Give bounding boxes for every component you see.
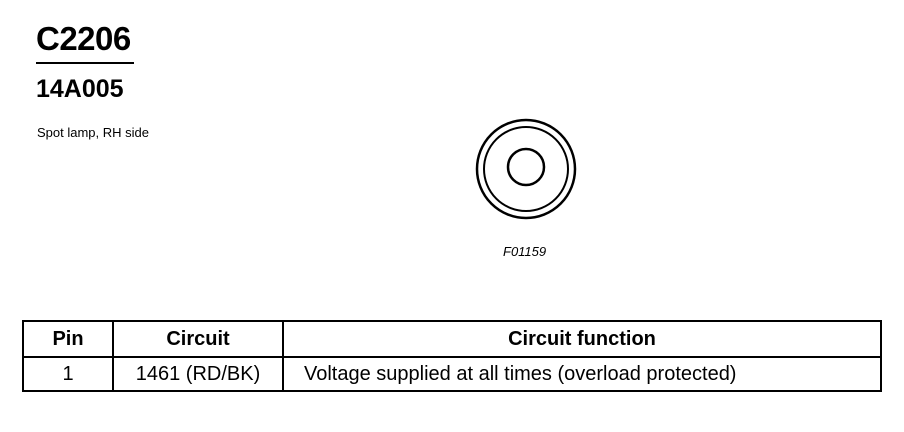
cell-circuit-function: Voltage supplied at all times (overload … <box>282 356 882 392</box>
cell-pin: 1 <box>22 356 114 392</box>
title-underline <box>36 62 134 64</box>
connector-id-title: C2206 <box>36 20 131 57</box>
pin-table: Pin Circuit Circuit function 1 1461 (RD/… <box>22 320 882 392</box>
connector-description: Spot lamp, RH side <box>37 125 149 140</box>
connector-outer-ring <box>475 118 577 220</box>
part-number: 14A005 <box>36 75 124 103</box>
connector-inner-ring <box>483 126 569 212</box>
pin-cavity <box>506 147 546 187</box>
connector-face-diagram <box>475 118 577 220</box>
cell-circuit: 1461 (RD/BK) <box>112 356 284 392</box>
figure-code: F01159 <box>503 244 547 259</box>
table-header-row: Pin Circuit Circuit function <box>22 320 882 358</box>
table-row: 1 1461 (RD/BK) Voltage supplied at all t… <box>22 356 882 392</box>
header-circuit-function: Circuit function <box>282 320 882 358</box>
header-circuit: Circuit <box>112 320 284 358</box>
header-pin: Pin <box>22 320 114 358</box>
